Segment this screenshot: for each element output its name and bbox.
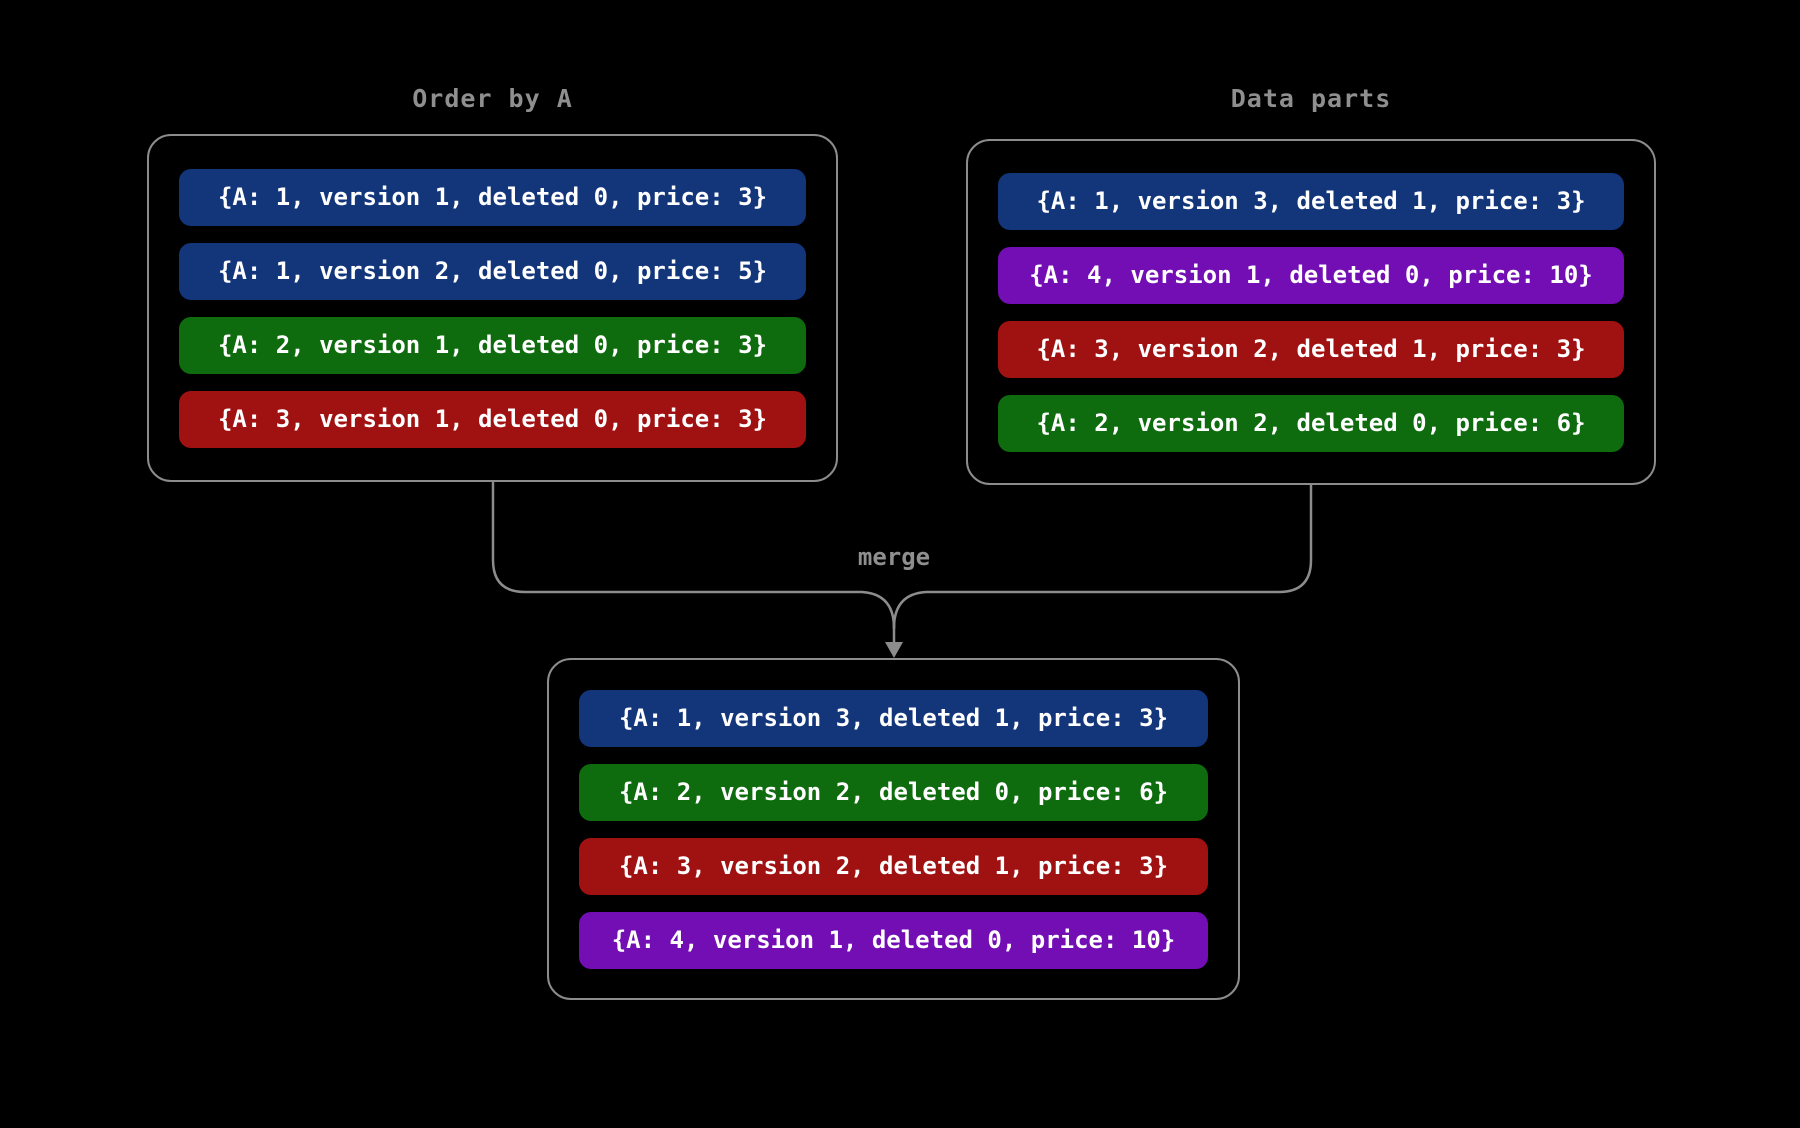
order-by-a-title: Order by A — [412, 84, 573, 113]
data-part-row: {A: 3, version 2, deleted 1, price: 3} — [579, 837, 1208, 895]
data-part-row: {A: 1, version 3, deleted 1, price: 3} — [579, 689, 1208, 747]
data-part-row: {A: 3, version 2, deleted 1, price: 3} — [998, 320, 1624, 378]
data-part-row: {A: 1, version 1, deleted 0, price: 3} — [179, 168, 806, 226]
arrow-head — [885, 642, 903, 658]
data-part-row: {A: 3, version 1, deleted 0, price: 3} — [179, 390, 806, 448]
data-part-row: {A: 2, version 2, deleted 0, price: 6} — [998, 394, 1624, 452]
data-parts-panel: {A: 1, version 3, deleted 1, price: 3} {… — [966, 139, 1656, 485]
order-by-a-panel: {A: 1, version 1, deleted 0, price: 3} {… — [147, 134, 838, 482]
data-part-row: {A: 2, version 1, deleted 0, price: 3} — [179, 316, 806, 374]
data-part-row: {A: 1, version 3, deleted 1, price: 3} — [998, 172, 1624, 230]
merge-label: merge — [857, 543, 931, 571]
data-part-row: {A: 1, version 2, deleted 0, price: 5} — [179, 242, 806, 300]
merged-result-panel: {A: 1, version 3, deleted 1, price: 3} {… — [547, 658, 1240, 1000]
data-parts-title: Data parts — [1230, 84, 1392, 113]
data-part-row: {A: 4, version 1, deleted 0, price: 10} — [998, 246, 1624, 304]
data-part-row: {A: 4, version 1, deleted 0, price: 10} — [579, 911, 1208, 969]
data-part-row: {A: 2, version 2, deleted 0, price: 6} — [579, 763, 1208, 821]
